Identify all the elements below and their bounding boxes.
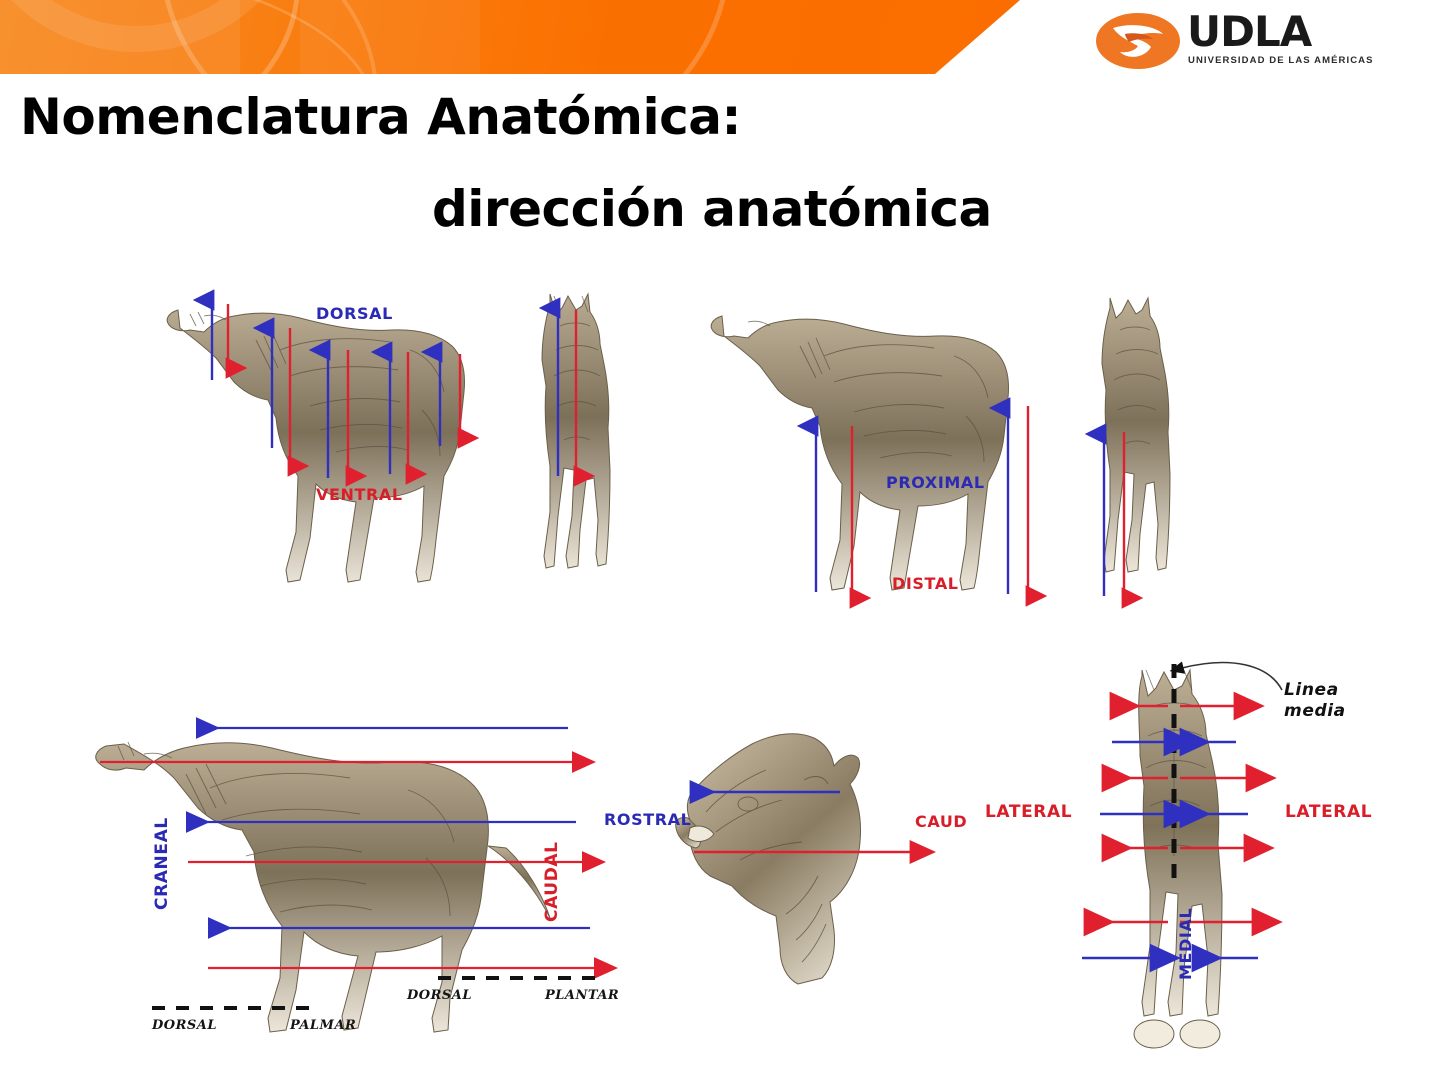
banner-tint	[300, 0, 480, 74]
linea-media-line2: media	[1284, 701, 1346, 721]
dog-lateral-illustration	[95, 717, 618, 1033]
label-proximal: PROXIMAL	[886, 473, 985, 492]
panel-rostral-caudal: ROSTRAL CAUD	[590, 700, 990, 1000]
label-caud: CAUD	[915, 812, 968, 831]
label-lateral-left: LATERAL	[985, 802, 1073, 822]
label-rostral: ROSTRAL	[604, 810, 692, 829]
dog-head-profile-illustration	[675, 733, 936, 985]
panel-medial-lateral: Linea media LATERAL LATERAL MEDIAL	[985, 650, 1440, 1070]
dog-lateral-and-frontal-illustration	[710, 296, 1171, 609]
udla-wordmark: UDLA	[1187, 7, 1312, 56]
panel-craneal-caudal: CRANEAL CAUDAL DORSAL PALMAR DORSAL PLAN…	[90, 650, 619, 1050]
label-medial: MEDIAL	[1176, 907, 1195, 980]
orange-banner-shape	[0, 0, 1020, 74]
udla-logo: UDLA UNIVERSIDAD DE LAS AMÉRICAS	[1095, 8, 1385, 76]
label-ventral: VENTRAL	[316, 485, 403, 504]
title-line-2: dirección anatómica	[432, 180, 992, 238]
title-line-1: Nomenclatura Anatómica:	[20, 88, 742, 146]
paw-label-dorsal-front: DORSAL	[152, 1018, 218, 1033]
udla-logo-mark-icon	[1096, 13, 1180, 69]
panel-proximal-distal: PROXIMAL DISTAL	[700, 280, 1220, 620]
paw-label-dorsal-hind: DORSAL	[407, 988, 473, 1003]
label-distal: DISTAL	[892, 574, 959, 593]
paw-label-plantar: PLANTAR	[545, 988, 620, 1003]
dog-frontal-illustration-with-midline	[1082, 661, 1283, 1049]
label-craneal: CRANEAL	[152, 817, 172, 910]
banner-tint	[0, 0, 240, 74]
paw-label-palmar: PALMAR	[290, 1018, 357, 1033]
label-dorsal: DORSAL	[316, 304, 393, 323]
label-lateral-right: LATERAL	[1285, 802, 1373, 822]
dog-lateral-and-frontal-illustration	[166, 289, 611, 583]
page-title: Nomenclatura Anatómica: dirección anatóm…	[0, 88, 1300, 238]
panel-dorsal-ventral: DORSAL VENTRAL	[160, 280, 640, 610]
anatomy-figure-area: DORSAL VENTRAL	[0, 270, 1440, 1080]
udla-tagline: UNIVERSIDAD DE LAS AMÉRICAS	[1188, 55, 1374, 66]
label-linea-media: Linea media	[1284, 680, 1346, 722]
label-caudal: CAUDAL	[542, 841, 562, 922]
linea-media-line1: Linea	[1284, 680, 1339, 700]
